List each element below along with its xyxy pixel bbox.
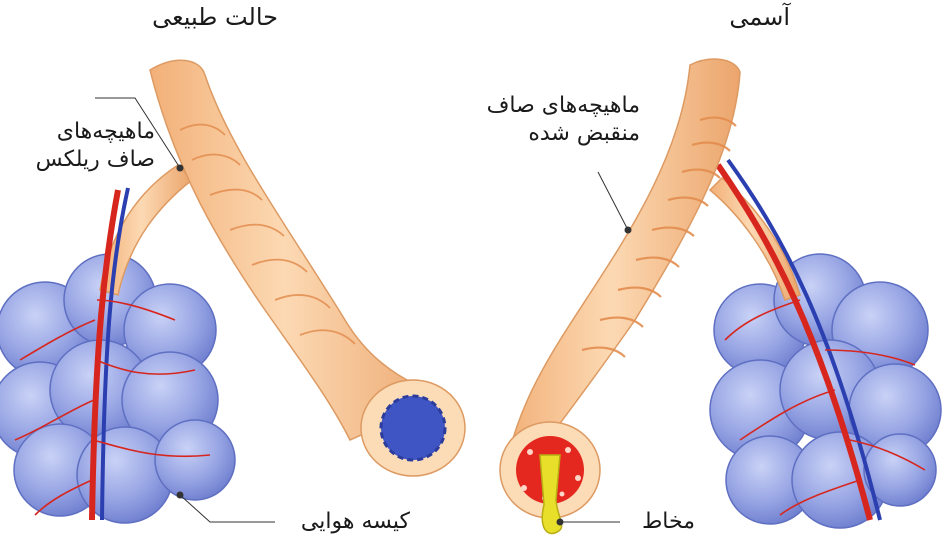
normal-capillaries — [14, 299, 211, 516]
normal-muscle-pointer — [95, 97, 181, 169]
normal-smooth-muscle-label: ماهیچه‌های صاف ریلکس — [0, 118, 155, 173]
normal-smooth-muscle-line1: ماهیچه‌های — [56, 119, 155, 144]
asthma-main-bronchus — [503, 58, 741, 472]
asthma-constricted-muscle-bands — [581, 116, 737, 358]
asthma-muscle-pointer — [597, 171, 629, 231]
normal-airway-lumen — [379, 394, 447, 462]
asthma-vein — [726, 158, 882, 521]
asthma-capillaries — [724, 299, 926, 516]
normal-artery — [89, 189, 121, 521]
normal-vein — [100, 187, 130, 521]
asthma-artery — [715, 163, 873, 521]
normal-smooth-muscle-bands — [179, 123, 356, 345]
mucus-label: مخاط — [641, 509, 695, 534]
asthma-alveoli-cluster — [709, 253, 942, 529]
asthma-smooth-muscle-line1: ماهیچه‌های صاف — [486, 93, 640, 118]
asthma-smooth-muscle-line2: منقبض شده — [528, 120, 640, 146]
normal-panel-title: حالت طبیعی — [152, 3, 278, 31]
asthma-mucus-plug — [539, 454, 563, 535]
asthma-panel-title: آسمی — [729, 3, 790, 31]
normal-lung-illustration — [0, 59, 466, 524]
normal-smooth-muscle-line2: صاف ریلکس — [35, 146, 155, 172]
alveoli-label: کیسه هوایی — [300, 509, 410, 534]
asthma-smooth-muscle-label: ماهیچه‌های صاف منقبض شده — [450, 92, 640, 147]
label-pointer-lines — [95, 97, 632, 526]
asthma-lung-illustration — [499, 58, 942, 535]
normal-alveoli-pointer — [179, 494, 275, 523]
